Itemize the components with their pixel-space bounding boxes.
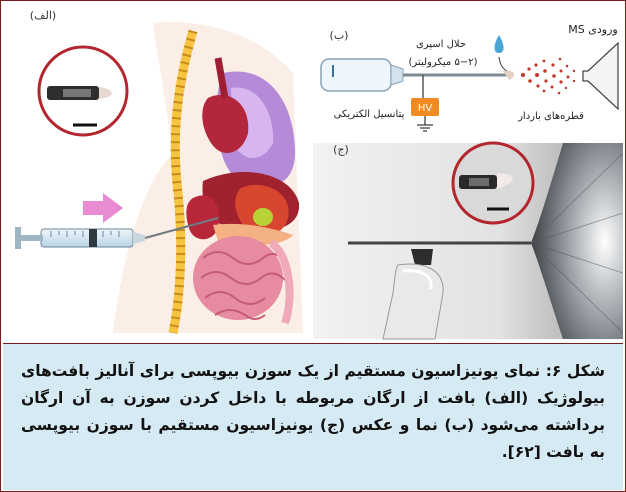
panel-a-inset [39,47,127,135]
hv-label: HV [418,103,433,114]
solvent-drop [495,35,504,53]
droplets-label: قطره‌های باردار [517,111,584,122]
potential-label: پتانسیل الکتریکی [334,109,405,120]
figure-svg: (الف) HV [3,3,623,341]
ms-inlet [583,43,618,109]
kidney-illustration [186,195,219,239]
figure-caption: شکل ۶: نمای یونیزاسیون مستقیم از یک سوزن… [3,343,623,490]
insertion-arrow [83,193,123,223]
panel-c-inset [453,143,533,223]
needle-handle [321,59,391,91]
figure-illustration: (الف) HV [3,3,623,341]
panel-b-label: (ب) [330,29,349,42]
ms-inlet-label: ورودی MS [568,23,617,36]
panel-c-label: (ج) [333,143,349,156]
caption-text: شکل ۶: نمای یونیزاسیون مستقیم از یک سوزن… [3,344,623,466]
spray-solvent-label: حلال اسپری [416,39,466,50]
charged-droplets [521,58,575,95]
panel-c-photo [313,143,623,339]
panel-a-anatomy [15,22,303,333]
panel-a-label: (الف) [30,9,56,22]
volume-label: (۵−۲ میکرولیتر) [409,57,478,68]
